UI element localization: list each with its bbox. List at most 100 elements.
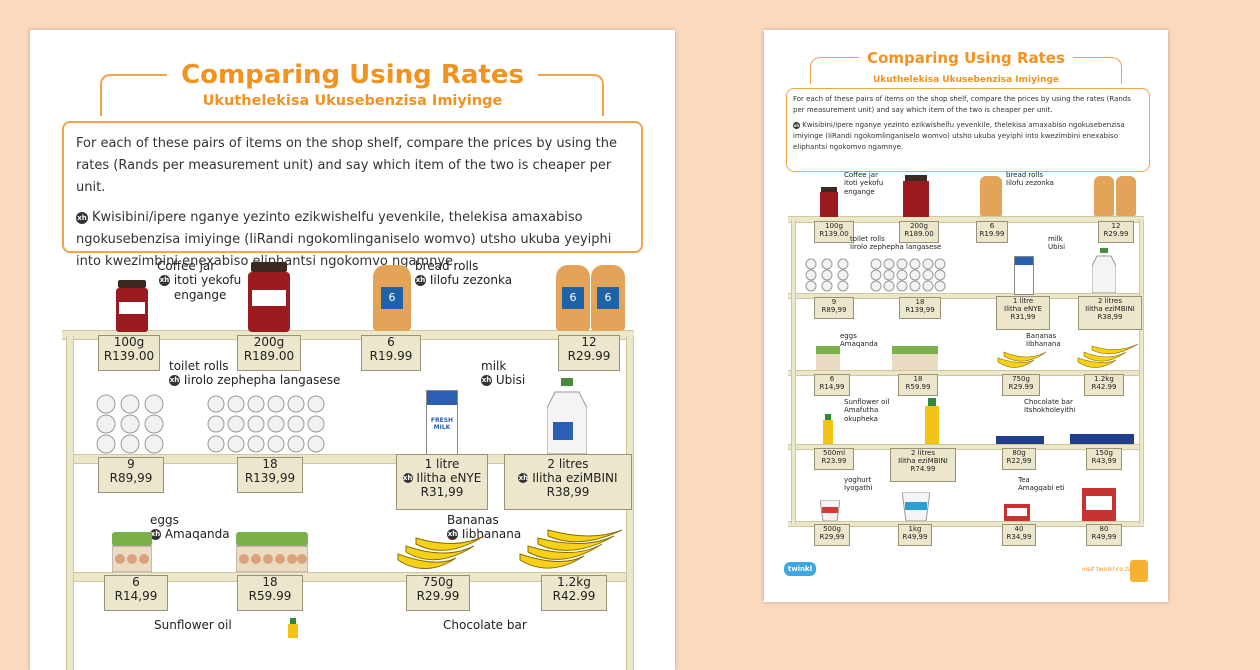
price: R29.99: [1008, 383, 1034, 392]
price: R189.00: [904, 230, 934, 239]
price: R139.00: [103, 348, 155, 363]
price: R31,99: [1010, 313, 1036, 322]
title-block: Comparing Using Rates Ukuthelekisa Ukuse…: [764, 48, 1168, 86]
price: R139,99: [905, 306, 935, 315]
bread-bag-b-icon: 6: [591, 265, 625, 331]
bananas-xhosa: Iibhanana: [461, 527, 522, 542]
coffee-xhosa: itoti yekofu engange: [844, 179, 884, 196]
bananas-large-icon: [519, 529, 622, 569]
price: R42.99: [1091, 383, 1117, 392]
coffee-jar-small-icon: [820, 187, 838, 217]
tea-xhosa: Amagqabi eti: [1018, 484, 1065, 493]
qty: 12: [1111, 222, 1121, 230]
qty: 6: [132, 575, 140, 589]
footer-url: visit twinkl.co.za: [1082, 566, 1132, 573]
coffee-jar-large-icon: [903, 175, 929, 217]
chocolate-bar-small-icon: [996, 436, 1044, 444]
milk-name: milk: [1048, 235, 1063, 243]
qty: 1 litre: [1012, 297, 1034, 305]
milk-xhosa: Ubisi: [1048, 243, 1066, 252]
qty: 750g: [1012, 375, 1030, 383]
bread-name: bread rolls: [1006, 171, 1043, 179]
price: R38,99: [1097, 313, 1123, 322]
bread-bag-6-icon: 6: [373, 265, 411, 331]
qty: 2 litres: [911, 449, 935, 457]
tea-name: Tea: [1018, 476, 1030, 484]
toilet-rolls-9-icon: [805, 258, 849, 292]
page-title: Comparing Using Rates: [167, 60, 538, 90]
qty: 40: [1014, 525, 1024, 533]
bread-xhosa: Iilofu zezonka: [1006, 179, 1054, 188]
shelf-4: [788, 444, 1144, 450]
price: R22,99: [1006, 457, 1032, 466]
bananas-small-icon: [397, 535, 485, 569]
qty: 18: [913, 375, 923, 383]
yoghurt-small-icon: [820, 500, 840, 521]
toilet-name: toilet rolls: [850, 235, 885, 243]
footer-badge-icon: [1130, 560, 1148, 582]
xhosa-qty: Ilitha eziMBINI: [1085, 305, 1135, 314]
price: R14,99: [819, 383, 845, 392]
page-title: Comparing Using Rates: [859, 49, 1073, 67]
bread-name: bread rolls: [415, 259, 479, 273]
toilet-xhosa: Iirolo zephepha langasese: [850, 243, 942, 252]
qty: 750g: [422, 575, 454, 589]
bread-bag-b-icon: [1116, 176, 1136, 216]
yoghurt-xhosa: Iyogathi: [844, 484, 873, 493]
xhosa-badge-icon: xh: [447, 529, 458, 541]
label-bananas: Bananas xh Iibhanana: [447, 513, 521, 542]
bananas-small-icon: [997, 351, 1047, 368]
price: R19.99: [979, 230, 1005, 239]
milk-jug-icon: [547, 378, 587, 454]
qty: 100g: [113, 335, 145, 349]
pack-count: 6: [381, 287, 403, 309]
price: R23.99: [821, 457, 847, 466]
coffee-jar-large-icon: [248, 262, 290, 332]
qty: 1.2kg: [557, 575, 591, 589]
oil-bottle-small-icon: [823, 414, 833, 444]
bananas-xhosa: Iibhanana: [1026, 340, 1061, 349]
pack-count: 6: [597, 287, 619, 309]
xhosa-qty: Ilitha eziMBINI: [898, 457, 948, 466]
qty: 2 litres: [1098, 297, 1122, 305]
price: R29.99: [567, 348, 611, 363]
label-eggs: eggs xh Amaqanda: [150, 513, 230, 542]
qty: 6: [989, 222, 995, 230]
bananas-large-icon: [1077, 343, 1138, 368]
label-coffee: Coffee jar xh itoti yekofu engange: [157, 259, 244, 302]
price: R139,99: [244, 470, 296, 485]
price: R43,99: [1091, 457, 1117, 466]
qty: 1 litre: [424, 457, 460, 471]
qty: 500g: [823, 525, 841, 533]
price: R31,99: [420, 484, 464, 499]
shelf-post-left: [66, 336, 74, 670]
qty: 18: [915, 298, 925, 306]
yoghurt-name: yoghurt: [844, 476, 872, 484]
instruction-english: For each of these pairs of items on the …: [793, 95, 1131, 114]
yoghurt-large-icon: [902, 492, 930, 521]
qty: 18: [262, 457, 278, 471]
instruction-xhosa: Kwisibini/ipere nganye yezinto ezikwishe…: [76, 210, 612, 269]
